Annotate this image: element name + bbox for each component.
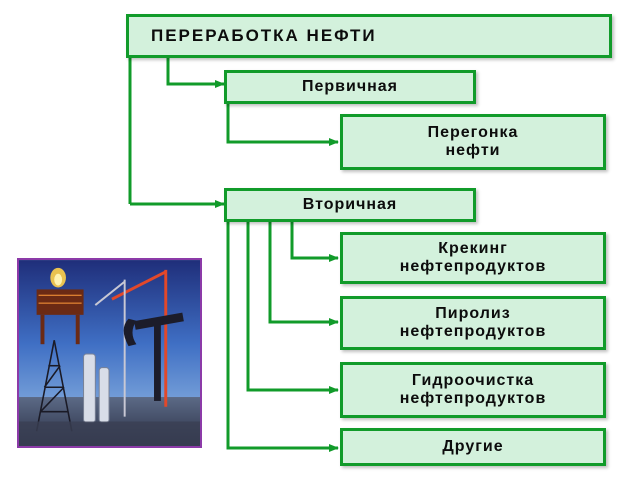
arrow-secondary-to-pyrolysis: [268, 222, 339, 326]
pyrolysis-label: Пиролиз нефтепродуктов: [399, 304, 547, 340]
arrow-secondary-to-cracking: [290, 222, 339, 262]
arrow-secondary-to-hydrotreating: [246, 222, 339, 394]
hydrotreating-label: Гидроочистка нефтепродуктов: [399, 371, 547, 407]
arrow-secondary-to-others: [226, 222, 339, 452]
root-node: ПЕРЕРАБОТКА НЕФТИ: [126, 14, 612, 58]
oil-industry-photo: [17, 258, 202, 448]
arrow-primary-to-distillation: [226, 104, 339, 146]
cracking-node: Крекинг нефтепродуктов: [340, 232, 606, 284]
secondary-node: Вторичная: [224, 188, 476, 222]
hydrotreating-node: Гидроочистка нефтепродуктов: [340, 362, 606, 418]
cracking-label: Крекинг нефтепродуктов: [399, 239, 547, 275]
pyrolysis-node: Пиролиз нефтепродуктов: [340, 296, 606, 350]
others-node: Другие: [340, 428, 606, 466]
arrow-root-to-primary: [166, 56, 225, 88]
primary-node: Первичная: [224, 70, 476, 104]
distillation-node: Перегонка нефти: [340, 114, 606, 170]
primary-label: Первичная: [301, 77, 399, 95]
root-label: ПЕРЕРАБОТКА НЕФТИ: [151, 26, 377, 46]
secondary-label: Вторичная: [302, 195, 398, 213]
distillation-label: Перегонка нефти: [427, 123, 519, 159]
others-label: Другие: [442, 437, 504, 455]
